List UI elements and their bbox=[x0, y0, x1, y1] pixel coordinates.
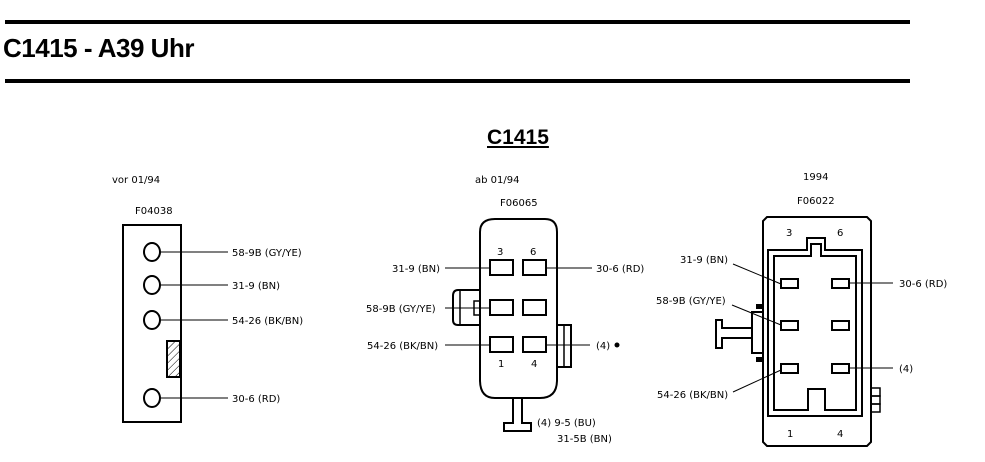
cavity-4 bbox=[522, 336, 547, 353]
connector-body bbox=[479, 218, 558, 399]
date-label: vor 01/94 bbox=[112, 175, 160, 186]
pin-circle bbox=[143, 242, 161, 262]
latch-clip-top bbox=[756, 304, 764, 309]
part-code: F04038 bbox=[135, 206, 173, 217]
pin-circle bbox=[143, 388, 161, 408]
pin-label: 58-9B (GY/YE) bbox=[232, 248, 302, 259]
connector-body bbox=[122, 224, 182, 423]
pin-30-6: 30-6 (RD) bbox=[143, 388, 280, 408]
pin-number-6: 6 bbox=[837, 228, 843, 239]
pin-label: 31-9 (BN) bbox=[232, 281, 280, 292]
pin-label-31-9: 31-9 (BN) bbox=[392, 264, 440, 275]
side-latch bbox=[751, 311, 763, 354]
connector-variant-vor-01-94: vor 01/94 F04038 58-9B (GY/YE) 31-9 (BN)… bbox=[112, 175, 303, 423]
leader-line bbox=[732, 369, 782, 393]
right-tab bbox=[870, 387, 881, 397]
pin-label-54-26: 54-26 (BK/BN) bbox=[657, 390, 728, 401]
cavity-6 bbox=[831, 278, 850, 289]
cavity-6 bbox=[522, 259, 547, 276]
cavity-2 bbox=[780, 320, 799, 331]
pin-label-31-9: 31-9 (BN) bbox=[680, 255, 728, 266]
connector-title: C1415 bbox=[487, 126, 549, 149]
pin-circle bbox=[143, 275, 161, 295]
page-title: C1415 - A39 Uhr bbox=[3, 33, 194, 63]
pin-label-4: (4) bbox=[596, 341, 610, 352]
inner-shell-outer bbox=[767, 237, 863, 417]
right-tab bbox=[870, 395, 881, 405]
leader-line bbox=[732, 263, 782, 285]
pin-58-9b: 58-9B (GY/YE) bbox=[143, 242, 302, 262]
part-code: F06022 bbox=[797, 196, 835, 207]
pin-number-1: 1 bbox=[787, 429, 793, 440]
cavity-2 bbox=[489, 299, 514, 316]
note-31-5b: 31-5B (BN) bbox=[557, 434, 612, 445]
pin-circle bbox=[143, 310, 161, 330]
connector-body bbox=[762, 216, 872, 447]
pin-number-3: 3 bbox=[786, 228, 792, 239]
bottom-rule bbox=[5, 79, 910, 83]
locking-tab bbox=[166, 340, 181, 378]
pin-31-9: 31-9 (BN) bbox=[143, 275, 280, 295]
pin-label-58-9b: 58-9B (GY/YE) bbox=[366, 304, 436, 315]
pin-label-30-6: 30-6 (RD) bbox=[596, 264, 644, 275]
pin-number-4: 4 bbox=[837, 429, 843, 440]
date-label: ab 01/94 bbox=[475, 175, 519, 186]
cavity-1 bbox=[489, 336, 514, 353]
pin-number-6: 6 bbox=[530, 247, 536, 258]
pin-54-26: 54-26 (BK/BN) bbox=[143, 310, 303, 330]
cavity-5 bbox=[522, 299, 547, 316]
pin-label-30-6: 30-6 (RD) bbox=[899, 279, 947, 290]
pin-label-58-9b: 58-9B (GY/YE) bbox=[656, 296, 726, 307]
leader-line bbox=[731, 304, 782, 326]
date-label: 1994 bbox=[803, 172, 828, 183]
bottom-stem bbox=[503, 398, 532, 432]
top-rule bbox=[5, 20, 910, 24]
pin-label-54-26: 54-26 (BK/BN) bbox=[367, 341, 438, 352]
cavity-5 bbox=[831, 320, 850, 331]
latch-clip-bottom bbox=[756, 357, 764, 362]
cavity-3 bbox=[780, 278, 799, 289]
note-9-5: (4) 9-5 (BU) bbox=[537, 418, 596, 429]
pin-label: 30-6 (RD) bbox=[232, 394, 280, 405]
latch-handle bbox=[715, 319, 752, 349]
splice-dot-icon bbox=[614, 342, 620, 348]
cavity-1 bbox=[780, 363, 799, 374]
connector-variant-ab-01-94: ab 01/94 F06065 3 6 1 4 31-9 (BN) 30-6 (… bbox=[366, 175, 644, 445]
part-code: F06065 bbox=[500, 198, 538, 209]
pin-number-1: 1 bbox=[498, 359, 504, 370]
connector-variant-1994: 1994 F06022 3 6 1 4 31-9 (BN) 30-6 (RD) … bbox=[656, 172, 947, 447]
pin-number-3: 3 bbox=[497, 247, 503, 258]
right-tab bbox=[870, 403, 881, 413]
cavity-4 bbox=[831, 363, 850, 374]
inner-shell bbox=[773, 243, 857, 411]
pin-label-4: (4) bbox=[899, 364, 913, 375]
pin-number-4: 4 bbox=[531, 359, 537, 370]
pin-label: 54-26 (BK/BN) bbox=[232, 316, 303, 327]
cavity-3 bbox=[489, 259, 514, 276]
